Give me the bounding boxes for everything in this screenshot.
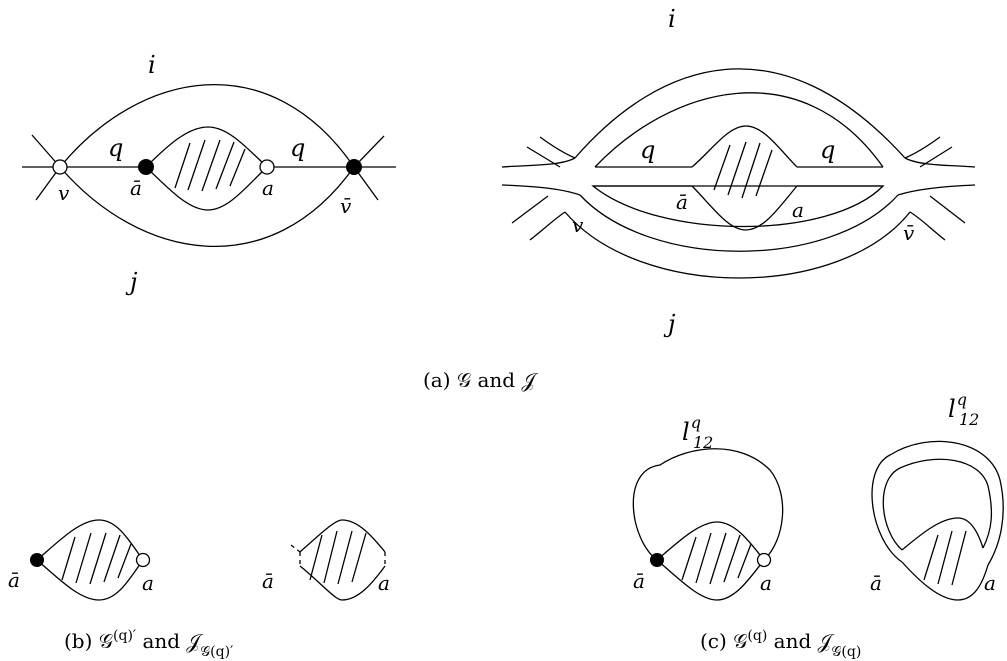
- vertex-v: [52, 159, 68, 175]
- caption-c: (c) 𝒢(q) and 𝒥𝒢(q): [700, 628, 861, 660]
- label-abar: ā: [870, 571, 882, 595]
- label-abar: ā: [262, 569, 274, 593]
- vertex-a: [756, 552, 772, 568]
- label-a: a: [760, 571, 772, 595]
- label-q-right: q: [290, 134, 305, 162]
- label-j: j: [663, 310, 676, 338]
- left-vertex-bottom-curve: [501, 184, 581, 196]
- blob-a: [145, 126, 268, 211]
- label-q-left: q: [640, 136, 655, 164]
- loop-outer: [871, 440, 1004, 566]
- left-vertex-top-curve: [501, 157, 576, 168]
- vertex-abar: [30, 553, 44, 567]
- right-vertex-down-arm: [929, 195, 966, 224]
- ribbon-j-inner: [591, 185, 885, 228]
- graph-g: i j q q v ā a v̄: [22, 51, 396, 296]
- ribbon-i-inner: [594, 92, 884, 168]
- loop-l12: [632, 448, 784, 561]
- vertex-abar: [138, 159, 154, 175]
- ribbon-gq-prime: ā a: [262, 519, 390, 601]
- label-abar: ā: [633, 569, 645, 593]
- label-v: v: [58, 181, 70, 205]
- label-a: a: [262, 176, 274, 200]
- ribbon-blob-top: [691, 125, 798, 168]
- right-vertex-up-arm: [919, 146, 953, 168]
- vertex-a: [259, 159, 275, 175]
- label-abar: ā: [676, 190, 688, 214]
- label-vbar: v̄: [903, 221, 915, 245]
- right-vertex-lower: [909, 211, 946, 241]
- label-a: a: [142, 571, 154, 595]
- left-vertex-up-arm: [526, 146, 561, 168]
- graph-gq-prime: ā a: [8, 519, 154, 601]
- edge-j: [59, 166, 355, 247]
- vertex-abar: [650, 553, 664, 567]
- label-vbar: v̄: [340, 194, 352, 218]
- ribbon-blob-bottom: [691, 185, 798, 231]
- label-a: a: [792, 198, 804, 222]
- right-vertex-bottom-curve: [897, 184, 976, 196]
- label-abar: ā: [8, 568, 20, 592]
- label-i: i: [668, 5, 676, 33]
- right-vertex-upper: [904, 136, 941, 159]
- edge-i: [59, 83, 355, 168]
- label-q-left: q: [108, 134, 123, 162]
- label-a: a: [984, 571, 996, 595]
- caption-b: (b) 𝒢(q)′ and 𝒥𝒢(q)′: [64, 628, 233, 660]
- loop-inner: [882, 458, 993, 551]
- ribbon-j-mid: [579, 194, 899, 252]
- left-vertex-upper: [539, 136, 576, 159]
- ribbon-i-outer: [574, 68, 906, 159]
- right-vertex-top-curve: [904, 157, 976, 168]
- vertex-vbar: [346, 159, 362, 175]
- left-vertex-down-arm: [511, 195, 549, 224]
- ribbon-graph-j: i j q q v ā a v̄: [501, 5, 976, 338]
- label-q-right: q: [820, 136, 835, 164]
- label-j: j: [125, 268, 138, 296]
- left-vertex-lower: [529, 211, 566, 241]
- label-abar: ā: [130, 176, 142, 200]
- vertex-a: [135, 552, 151, 568]
- ribbon-j-outer: [564, 211, 911, 279]
- label-i: i: [148, 51, 156, 79]
- label-v: v: [572, 213, 584, 237]
- caption-a: (a) 𝒢 and 𝒥: [423, 368, 538, 392]
- label-a: a: [378, 571, 390, 595]
